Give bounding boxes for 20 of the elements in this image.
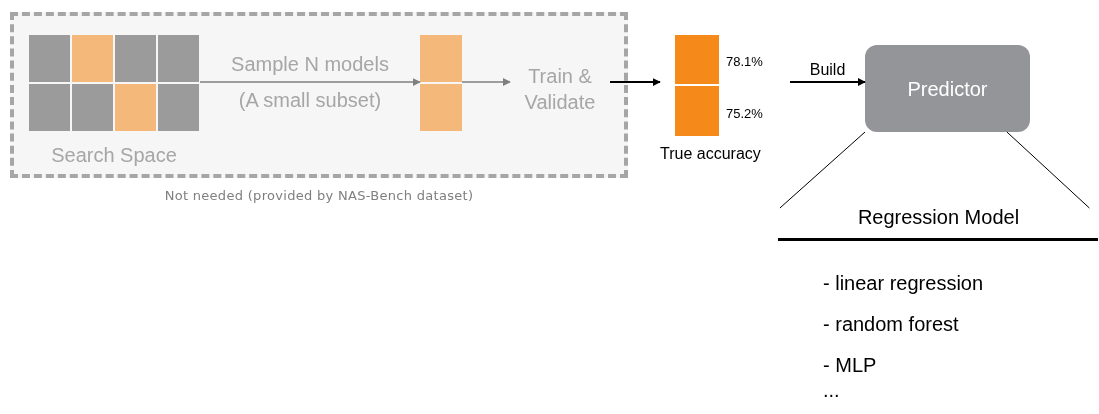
accuracy-value: 75.2%	[726, 105, 763, 123]
accuracy-value: 78.1%	[726, 53, 763, 71]
step-text: Train & Validate	[523, 64, 597, 115]
region-note: Not needed (provided by NAS-Bench dataset)	[163, 187, 475, 205]
grid-caption: Search Space	[50, 143, 178, 168]
section-heading: Regression Model	[856, 205, 1021, 230]
list-item: ...	[823, 378, 840, 403]
list-item: - MLP	[823, 353, 877, 378]
predictor-box: Predictor	[865, 45, 1030, 132]
arrow	[609, 78, 661, 87]
connector-line	[779, 131, 866, 209]
arrow	[789, 78, 866, 86]
edge-label: Sample N models (A small subset)	[230, 52, 390, 113]
connector-line	[1006, 131, 1090, 209]
list-item: - random forest	[823, 312, 959, 337]
arrow	[461, 78, 511, 86]
edge-label: Build	[809, 60, 846, 80]
bar-caption: True accuracy	[660, 144, 761, 164]
arrow	[199, 78, 421, 87]
list-item: - linear regression	[823, 271, 984, 296]
